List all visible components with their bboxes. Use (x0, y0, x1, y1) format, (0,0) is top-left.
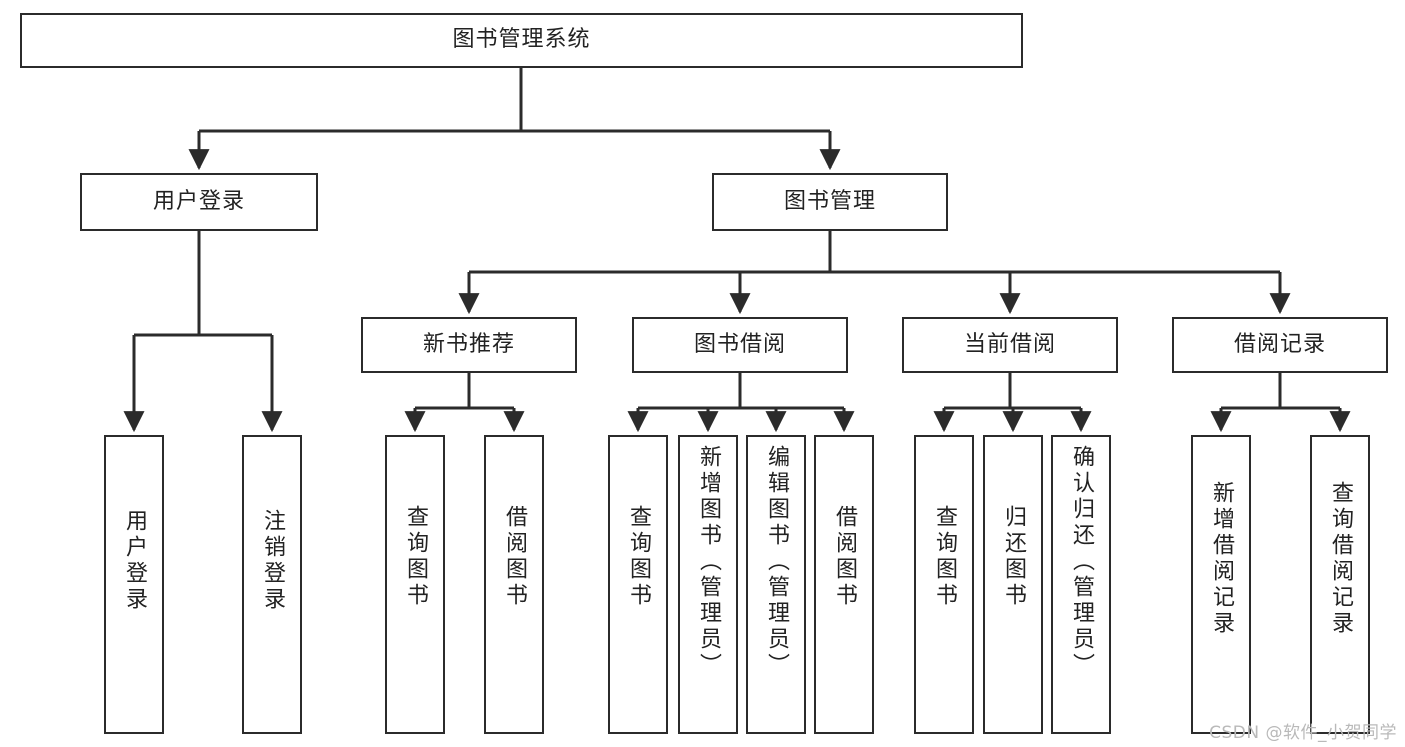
node-borrow-record-label: 借阅记录 (1233, 331, 1326, 357)
node-new-book-recommend-label: 新书推荐 (422, 331, 515, 357)
leaf-borrow-book[interactable]: 借阅图书 (814, 435, 874, 734)
node-book-management-label: 图书管理 (783, 188, 876, 214)
leaf-confirm-return-admin[interactable]: 确认归还（管理员） (1051, 435, 1111, 734)
leaf-return-book[interactable]: 归还图书 (983, 435, 1043, 734)
leaf-edit-book-admin[interactable]: 编辑图书（管理员） (746, 435, 806, 734)
leaf-confirm-return-admin-label: 确认归还（管理员） (1069, 445, 1094, 679)
node-root[interactable]: 图书管理系统 (20, 13, 1023, 68)
leaf-add-book-admin[interactable]: 新增图书（管理员） (678, 435, 738, 734)
leaf-borrow-book-newbook[interactable]: 借阅图书 (484, 435, 544, 734)
node-current-borrow[interactable]: 当前借阅 (902, 317, 1118, 373)
node-user-login[interactable]: 用户登录 (80, 173, 318, 231)
leaf-query-borrow-record-label: 查询借阅记录 (1328, 481, 1353, 637)
node-root-label: 图书管理系统 (452, 27, 591, 53)
watermark: CSDN @软件_小贺同学 (1209, 723, 1397, 743)
leaf-user-login[interactable]: 用户登录 (104, 435, 164, 734)
leaf-user-login-label: 用户登录 (122, 509, 147, 613)
node-user-login-label: 用户登录 (152, 188, 245, 214)
leaf-query-book-borrow[interactable]: 查询图书 (608, 435, 668, 734)
node-book-borrow[interactable]: 图书借阅 (632, 317, 848, 373)
node-current-borrow-label: 当前借阅 (963, 331, 1056, 357)
leaf-query-book-newbook-label: 查询图书 (403, 505, 428, 609)
leaf-query-borrow-record[interactable]: 查询借阅记录 (1310, 435, 1370, 734)
leaf-borrow-book-newbook-label: 借阅图书 (502, 505, 527, 609)
leaf-query-book-newbook[interactable]: 查询图书 (385, 435, 445, 734)
leaf-logout-label: 注销登录 (260, 509, 285, 613)
leaf-add-book-admin-label: 新增图书（管理员） (696, 445, 721, 679)
leaf-borrow-book-label: 借阅图书 (832, 505, 857, 609)
node-new-book-recommend[interactable]: 新书推荐 (361, 317, 577, 373)
leaf-query-book-current[interactable]: 查询图书 (914, 435, 974, 734)
leaf-return-book-label: 归还图书 (1001, 505, 1026, 609)
leaf-add-borrow-record-label: 新增借阅记录 (1209, 481, 1234, 637)
leaf-add-borrow-record[interactable]: 新增借阅记录 (1191, 435, 1251, 734)
leaf-edit-book-admin-label: 编辑图书（管理员） (764, 445, 789, 679)
node-book-management[interactable]: 图书管理 (712, 173, 948, 231)
node-borrow-record[interactable]: 借阅记录 (1172, 317, 1388, 373)
leaf-query-book-borrow-label: 查询图书 (626, 505, 651, 609)
node-book-borrow-label: 图书借阅 (693, 331, 786, 357)
leaf-logout[interactable]: 注销登录 (242, 435, 302, 734)
leaf-query-book-current-label: 查询图书 (932, 505, 957, 609)
